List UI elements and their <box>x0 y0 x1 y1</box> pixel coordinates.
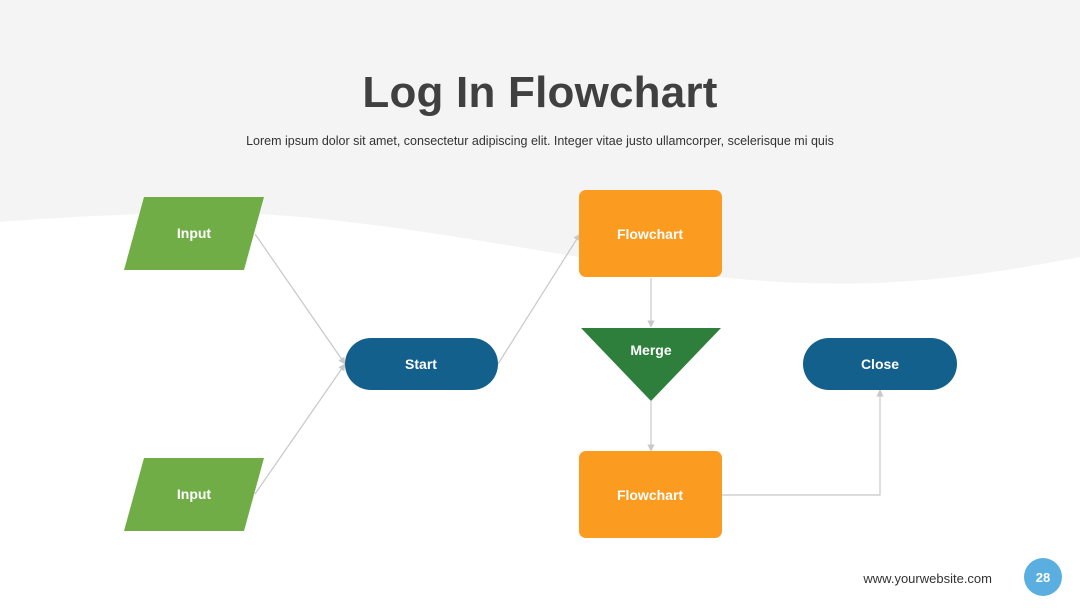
input-node-top[interactable]: Input <box>124 197 264 270</box>
flowchart-node-top[interactable]: Flowchart <box>579 190 722 277</box>
edge-flowchart-bottom-to-close <box>722 389 884 496</box>
edge-input-bottom-to-start <box>254 363 346 495</box>
flowchart-node-top-label: Flowchart <box>617 226 683 242</box>
connectors <box>254 233 884 496</box>
start-node-label: Start <box>405 356 437 372</box>
edge-start-to-flowchart-top <box>497 233 581 365</box>
input-node-top-label: Input <box>177 225 212 241</box>
flowchart-node-bottom[interactable]: Flowchart <box>579 451 722 538</box>
edge-input-top-to-start <box>254 233 346 365</box>
merge-node-label: Merge <box>630 342 671 358</box>
input-node-bottom-label: Input <box>177 486 212 502</box>
merge-node[interactable]: Merge <box>581 328 721 401</box>
close-node-label: Close <box>861 356 899 372</box>
flowchart-node-bottom-label: Flowchart <box>617 487 683 503</box>
close-node[interactable]: Close <box>803 338 957 390</box>
page-number-badge: 28 <box>1024 558 1062 596</box>
start-node[interactable]: Start <box>345 338 498 390</box>
page-title: Log In Flowchart <box>362 68 718 117</box>
input-node-bottom[interactable]: Input <box>124 458 264 531</box>
website-link[interactable]: www.yourwebsite.com <box>863 571 992 586</box>
page-subtitle: Lorem ipsum dolor sit amet, consectetur … <box>246 134 834 148</box>
